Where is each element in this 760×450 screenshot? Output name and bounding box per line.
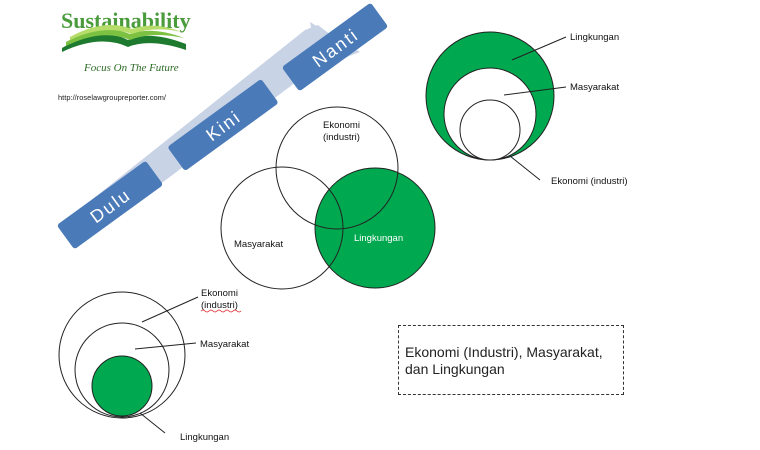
bl-outer-leader (141, 296, 199, 323)
logo-hills-icon (62, 24, 186, 52)
venn-ekonomi-label-line1: Ekonomi (323, 120, 360, 131)
sustainability-logo: Sustainability Focus On The Future (61, 8, 191, 74)
tr-middle-label: Masyarakat (570, 82, 619, 93)
tr-inner-leader (509, 155, 541, 181)
bl-inner-leader (139, 412, 166, 434)
timeline-arrow: Dulu Kini Nanti (57, 3, 388, 249)
tr-middle-leader (503, 86, 567, 96)
bl-inner-label: Lingkungan (180, 432, 229, 443)
bl-outer-label-line1: Ekonomi (201, 288, 238, 299)
venn-lingkungan-label: Lingkungan (354, 233, 403, 244)
venn-diagram: Ekonomi (industri) Masyarakat Lingkungan (220, 106, 436, 290)
bl-middle-circle (74, 322, 170, 418)
venn-lingkungan-circle (314, 167, 436, 289)
caption-box: Ekonomi (Industri), Masyarakat, dan Ling… (398, 325, 624, 395)
bl-inner-circle (91, 355, 153, 417)
venn-masyarakat-label: Masyarakat (234, 239, 283, 250)
nested-circles-bottom-left: Ekonomi (industri) Masyarakat Lingkungan (58, 288, 249, 443)
bl-middle-leader (134, 342, 197, 350)
bl-outer-label-line2: (industri) (201, 300, 238, 311)
bl-middle-label: Masyarakat (200, 339, 249, 350)
venn-ekonomi-label-line2: (industri) (323, 132, 360, 143)
tr-outer-leader (511, 36, 567, 61)
spellcheck-underline (200, 309, 242, 313)
source-url: http://roselawgroupreporter.com/ (58, 93, 167, 102)
logo-tagline: Focus On The Future (83, 62, 179, 74)
nested-circles-top-right: Lingkungan Masyarakat Ekonomi (industri) (425, 31, 628, 187)
venn-ekonomi-circle (275, 106, 399, 230)
stage-kini-box: Kini (168, 79, 278, 171)
tr-outer-label: Lingkungan (570, 32, 619, 43)
tr-inner-circle (459, 99, 521, 161)
caption-text: Ekonomi (Industri), Masyarakat, dan Ling… (405, 344, 603, 377)
bl-outer-circle (58, 291, 186, 419)
tr-inner-label: Ekonomi (industri) (551, 176, 628, 187)
stage-dulu-box: Dulu (57, 161, 163, 249)
venn-masyarakat-circle (220, 166, 344, 290)
